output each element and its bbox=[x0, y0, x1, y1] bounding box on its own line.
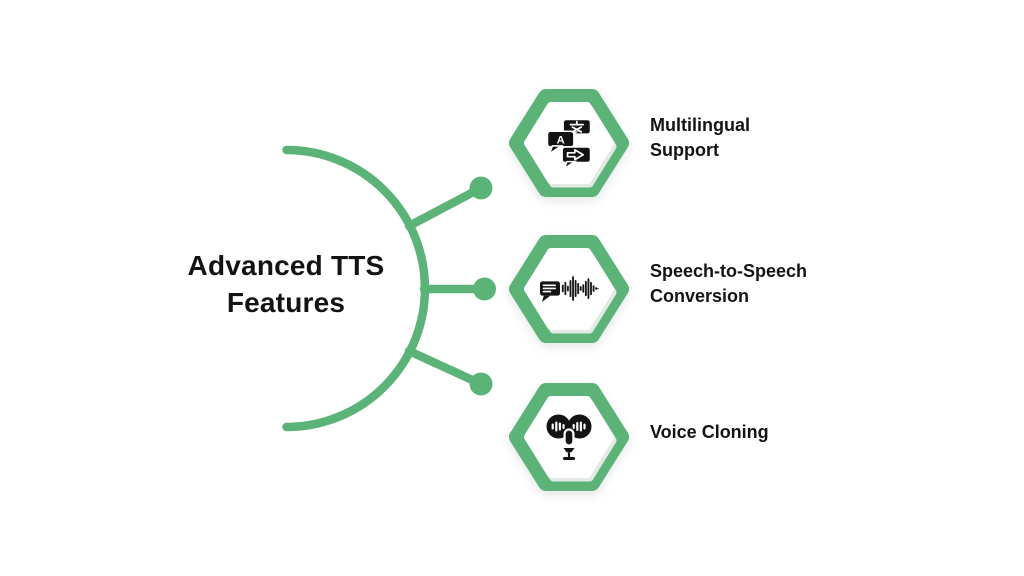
feature-label-line: Support bbox=[650, 140, 719, 160]
speech-to-waveform-icon bbox=[540, 276, 599, 302]
connector-dot-bottom bbox=[469, 372, 493, 396]
voice-wave-bars bbox=[551, 421, 586, 432]
microphone-glyph bbox=[563, 428, 575, 460]
hexagon-inner bbox=[524, 248, 614, 330]
feature-label-line: Voice Cloning bbox=[650, 421, 769, 442]
page-title-line-2: Features bbox=[226, 287, 346, 318]
hexagon-badge bbox=[507, 231, 631, 347]
hexagon-frame bbox=[509, 89, 629, 197]
feature-label: Voice Cloning bbox=[650, 420, 769, 445]
hexagon-badge: A bbox=[507, 85, 631, 201]
feature-item-voice-cloning: Voice Cloning bbox=[507, 379, 769, 495]
feature-label-line: Multilingual bbox=[650, 115, 750, 135]
translate-character-glyph bbox=[569, 120, 585, 133]
connector-dot-top bbox=[469, 176, 493, 200]
feature-item-speech-to-speech: Speech-to-Speech Conversion bbox=[507, 231, 807, 347]
speech-bubble-text-lines bbox=[542, 284, 556, 293]
letter-a-glyph: A bbox=[557, 134, 565, 146]
feature-label-line: Conversion bbox=[650, 286, 750, 306]
arrow-right-glyph bbox=[566, 149, 585, 161]
hexagon-badge bbox=[507, 379, 631, 495]
connector-dot-middle bbox=[473, 277, 496, 301]
feature-label: Multilingual Support bbox=[650, 113, 750, 163]
page-title-line-1: Advanced TTS bbox=[187, 250, 385, 281]
feature-label-line: Speech-to-Speech bbox=[650, 261, 808, 281]
connector-line-bottom bbox=[404, 346, 486, 389]
page-title: Advanced TTS Features bbox=[140, 247, 432, 321]
voice-cloning-microphone-icon bbox=[546, 414, 592, 460]
feature-label: Speech-to-Speech Conversion bbox=[650, 259, 807, 309]
connector-line-top bbox=[404, 183, 486, 231]
hexagon-frame bbox=[509, 235, 629, 343]
feature-item-multilingual-support: A Multilingual Support bbox=[507, 85, 750, 201]
translate-bubbles-icon: A bbox=[546, 118, 592, 169]
